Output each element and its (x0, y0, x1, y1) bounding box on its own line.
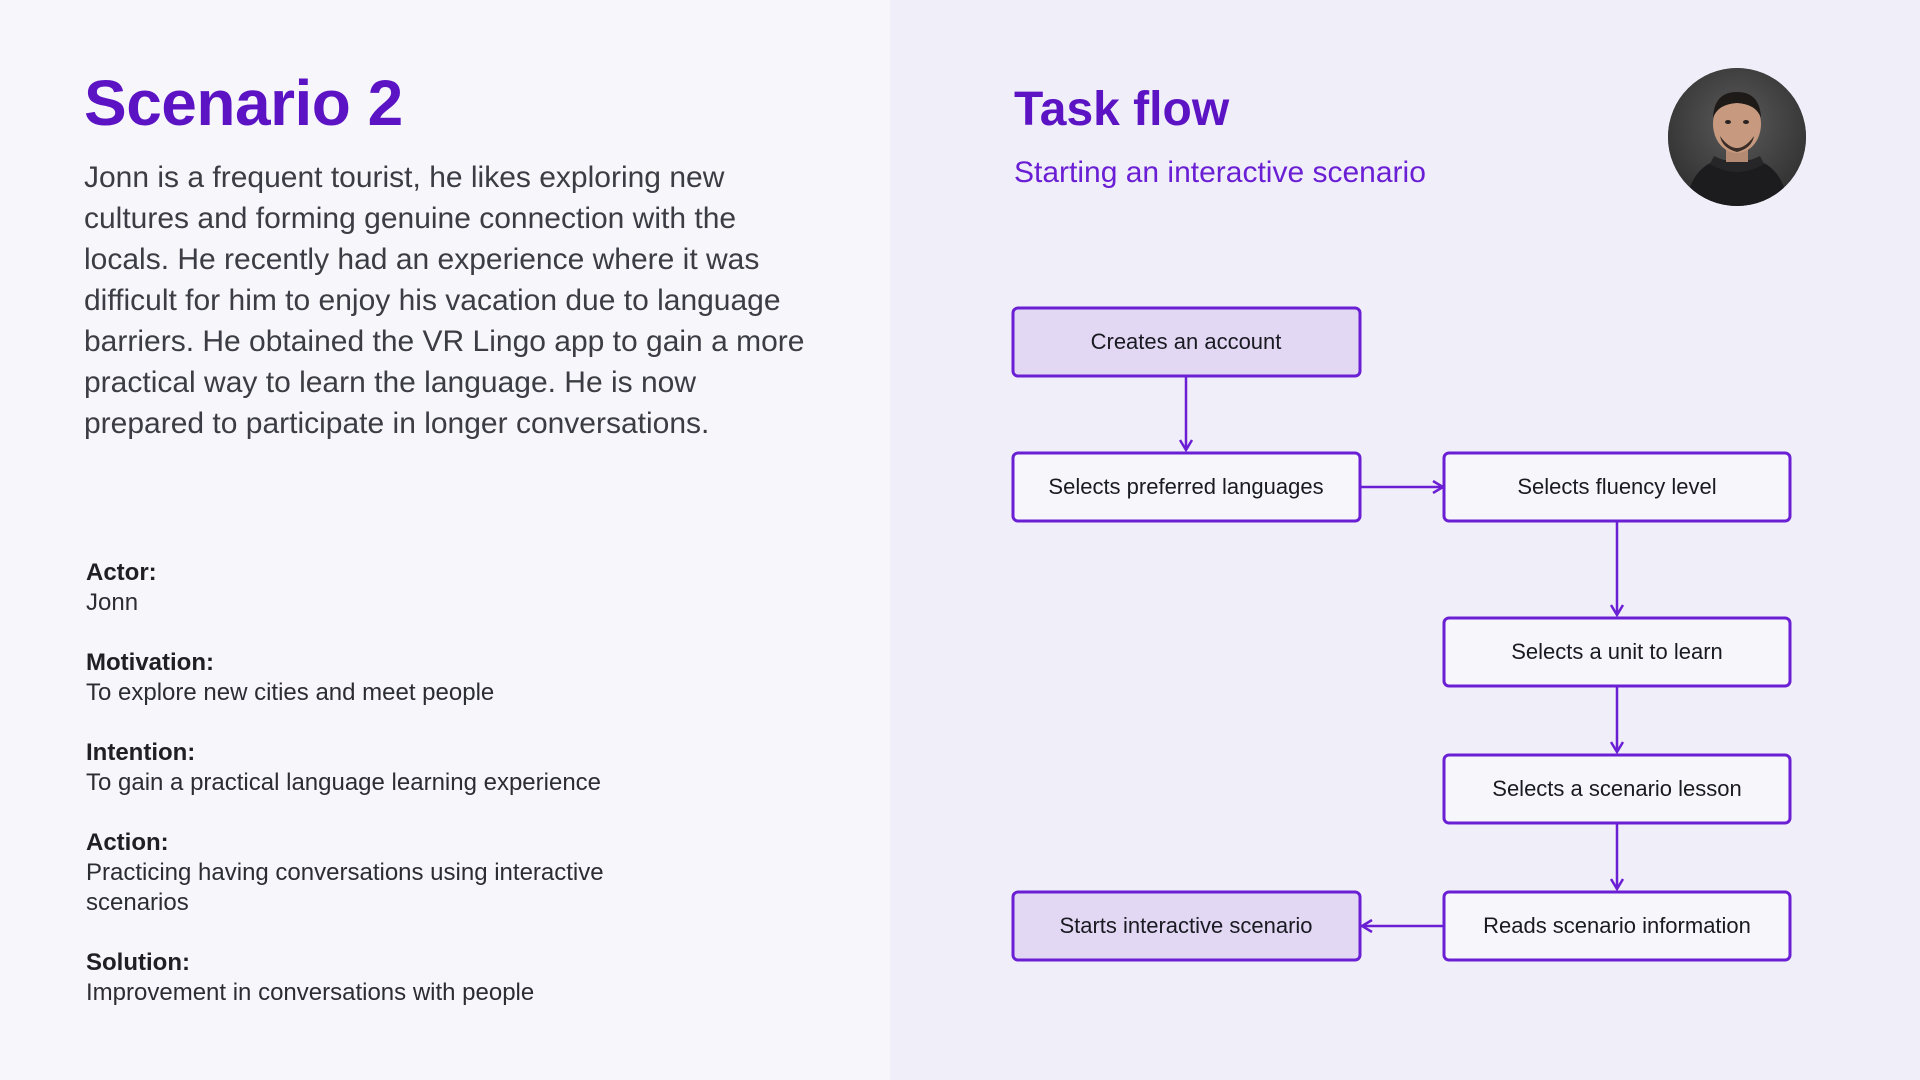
flow-node-unit: Selects a unit to learn (1442, 616, 1792, 688)
flow-node-fluency-level: Selects fluency level (1442, 451, 1792, 523)
scenario-intro: Jonn is a frequent tourist, he likes exp… (84, 161, 805, 440)
flow-node-create-account: Creates an account (1011, 306, 1362, 378)
detail-motivation: Motivation: To explore new cities and me… (86, 648, 726, 708)
scenario-panel: Scenario 2 Jonn is a frequent tourist, h… (0, 0, 890, 1080)
detail-action: Action: Practicing having conversations … (86, 828, 726, 918)
node-label: Selects a scenario lesson (1492, 776, 1741, 801)
detail-solution: Solution: Improvement in conversations w… (86, 948, 726, 1008)
scenario-title: Scenario 2 (84, 67, 403, 139)
scenario-details: Actor: Jonn Motivation: To explore new c… (86, 558, 726, 1038)
task-flow-panel: Task flow Starting an interactive scenar… (890, 0, 1920, 1080)
flow-node-preferred-languages: Selects preferred languages (1011, 451, 1362, 523)
detail-intention: Intention: To gain a practical language … (86, 738, 726, 798)
detail-label: Motivation: (86, 649, 214, 676)
flow-node-start-scenario: Starts interactive scenario (1011, 890, 1362, 962)
detail-label: Solution: (86, 949, 190, 976)
task-flow-diagram: Creates an account Selects preferred lan… (1011, 306, 1792, 962)
detail-actor: Actor: Jonn (86, 558, 726, 618)
task-flow-subtitle: Starting an interactive scenario (1014, 156, 1426, 189)
flow-node-scenario-lesson: Selects a scenario lesson (1442, 753, 1792, 825)
node-label: Selects a unit to learn (1511, 639, 1723, 664)
node-label: Selects fluency level (1517, 474, 1716, 499)
task-flow-title: Task flow (1014, 83, 1230, 136)
detail-value: Improvement in conversations with people (86, 979, 535, 1006)
person-portrait-icon (1668, 68, 1806, 206)
flow-node-scenario-information: Reads scenario information (1442, 890, 1792, 962)
detail-value: Jonn (86, 589, 139, 616)
node-label: Starts interactive scenario (1059, 913, 1312, 938)
node-label: Creates an account (1091, 329, 1282, 354)
node-label: Reads scenario information (1483, 913, 1751, 938)
detail-value: To explore new cities and meet people (86, 679, 495, 706)
detail-label: Actor: (86, 559, 157, 586)
detail-value: Practicing having conversations using in… (86, 859, 604, 916)
detail-label: Intention: (86, 739, 196, 766)
detail-label: Action: (86, 829, 169, 856)
detail-value: To gain a practical language learning ex… (86, 769, 602, 796)
node-label: Selects preferred languages (1048, 474, 1323, 499)
